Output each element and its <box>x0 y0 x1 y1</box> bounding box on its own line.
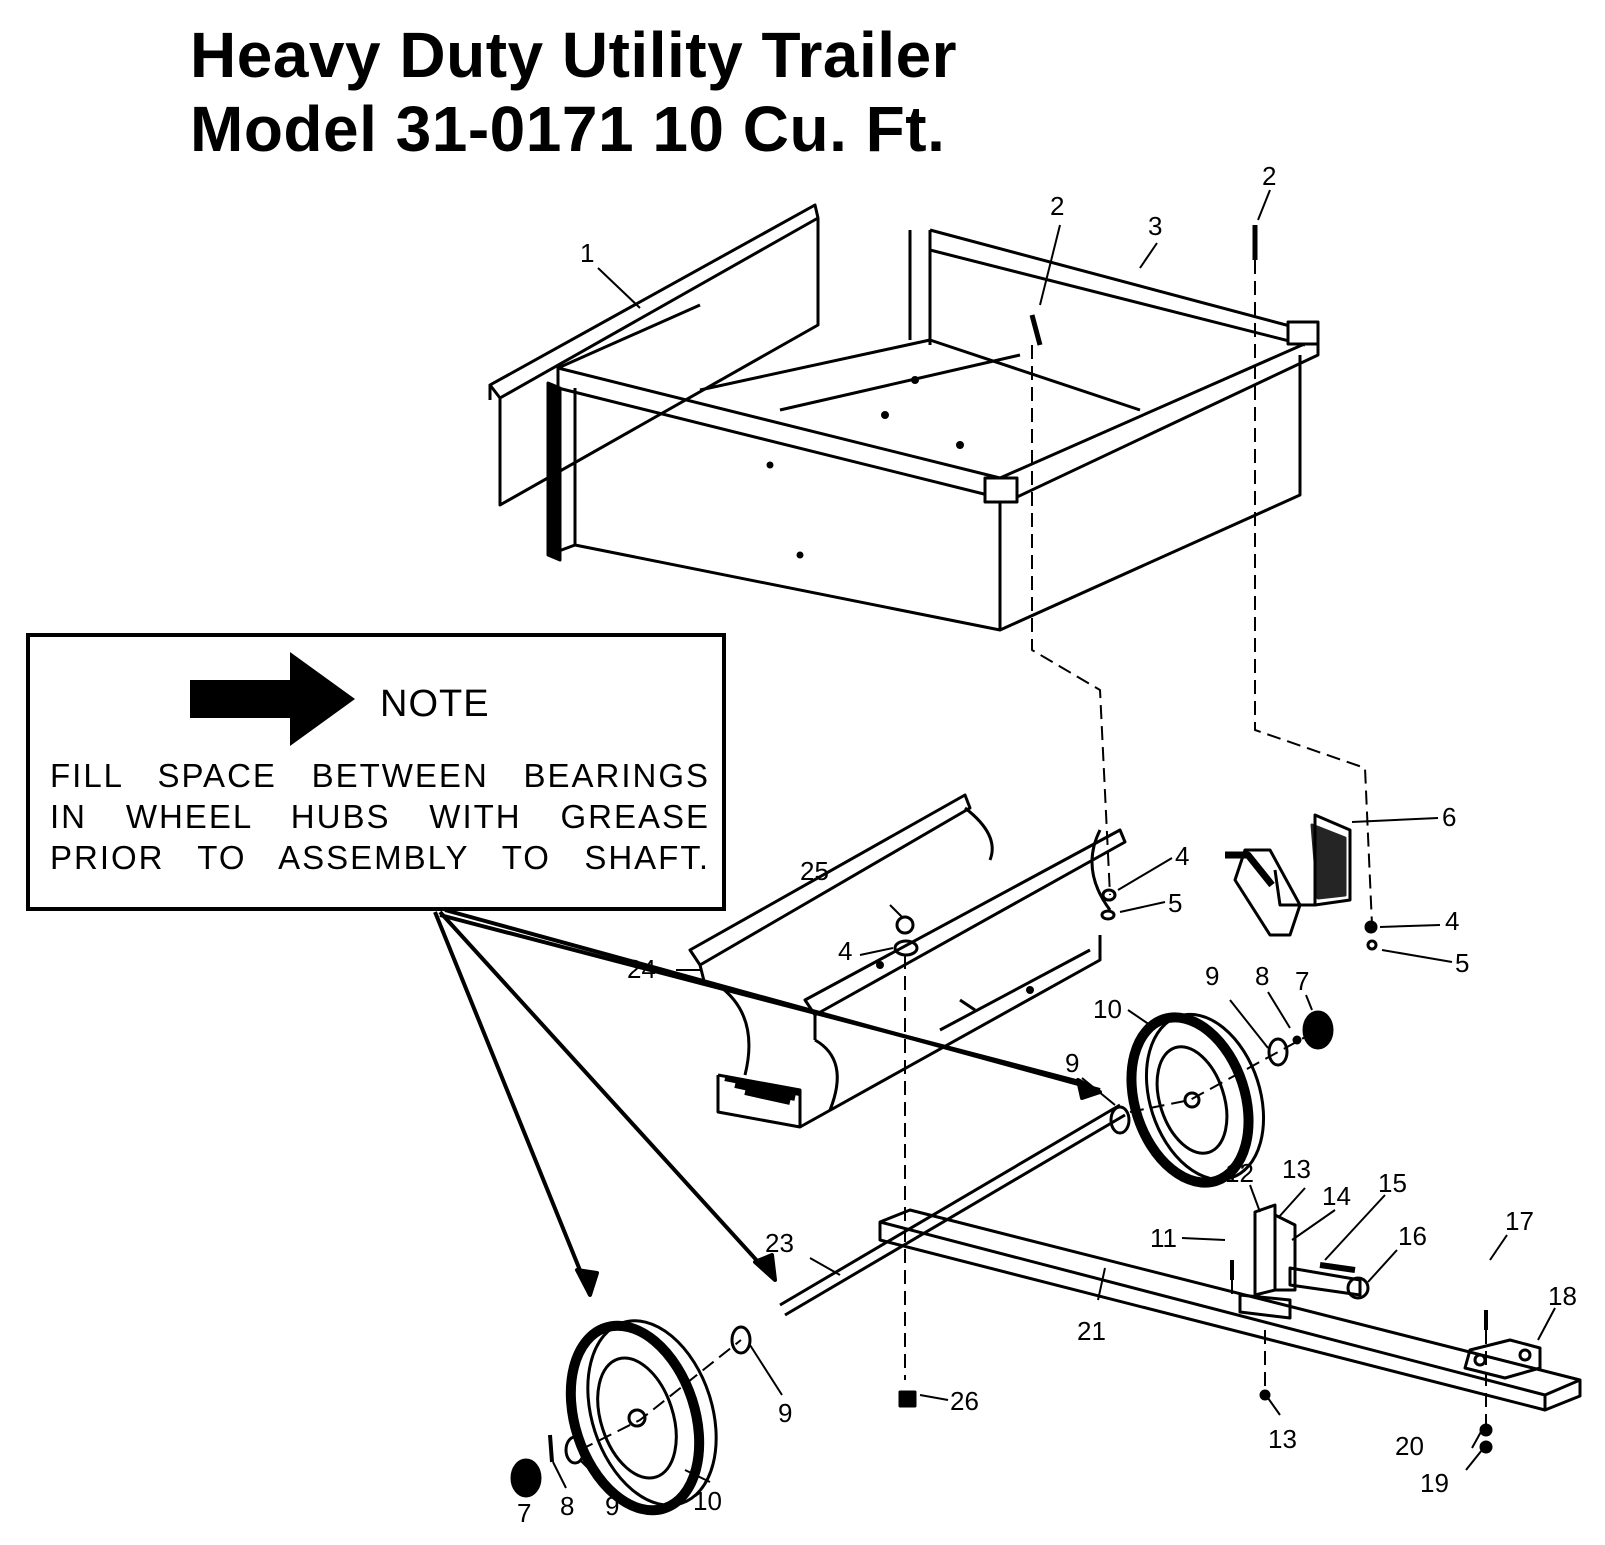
part-tongue-bar <box>878 1208 1582 1412</box>
callout-10: 10 <box>693 1486 722 1516</box>
callout-21: 21 <box>1077 1316 1106 1346</box>
callout-19: 19 <box>1420 1468 1449 1498</box>
callout-16: 16 <box>1398 1221 1427 1251</box>
note-line: FILL SPACE BETWEEN BEARINGS <box>50 757 710 794</box>
callout-9: 9 <box>605 1491 619 1521</box>
note-box: NOTE FILL SPACE BETWEEN BEARINGS IN WHEE… <box>26 633 726 911</box>
callout-4: 4 <box>1445 906 1459 936</box>
callout-8: 8 <box>1255 961 1269 991</box>
part-hitch-bracket <box>1238 1203 1370 1320</box>
note-heading: NOTE <box>380 683 490 725</box>
callout-2: 2 <box>1262 161 1276 191</box>
part-axle-shaft <box>779 1103 1126 1317</box>
callout-17: 17 <box>1505 1206 1534 1236</box>
callout-3: 3 <box>1148 211 1162 241</box>
callout-26: 26 <box>950 1386 979 1416</box>
title-line-2: Model 31-0171 10 Cu. Ft. <box>190 93 946 165</box>
note-arrows <box>433 908 1102 1297</box>
part-tongue-bracket <box>1225 813 1352 937</box>
part-washer <box>1267 1037 1289 1067</box>
callout-20: 20 <box>1395 1431 1424 1461</box>
note-line: PRIOR TO ASSEMBLY TO SHAFT. <box>50 839 710 876</box>
callout-9: 9 <box>1065 1048 1079 1078</box>
part-side-panel <box>488 203 820 507</box>
callout-6: 6 <box>1442 802 1456 832</box>
callout-5: 5 <box>1455 948 1469 978</box>
part-trailer-box <box>546 228 1320 632</box>
right-arrow-icon <box>190 652 355 746</box>
callout-12: 12 <box>1225 1158 1254 1188</box>
callout-4: 4 <box>1175 841 1189 871</box>
callout-24: 24 <box>627 954 656 984</box>
part-washer <box>1109 1105 1131 1135</box>
callout-4: 4 <box>838 936 852 966</box>
note-line: IN WHEEL HUBS WITH GREASE <box>50 798 710 835</box>
callout-5: 5 <box>1168 888 1182 918</box>
callout-10: 10 <box>1093 994 1122 1024</box>
callout-7: 7 <box>1295 966 1309 996</box>
title-line-1: Heavy Duty Utility Trailer <box>190 19 958 91</box>
callout-13: 13 <box>1268 1424 1297 1454</box>
callout-25: 25 <box>800 856 829 886</box>
part-wheel-front <box>1126 1012 1266 1188</box>
callout-18: 18 <box>1548 1281 1577 1311</box>
note-body: FILL SPACE BETWEEN BEARINGS IN WHEEL HUB… <box>50 755 710 878</box>
page-title: Heavy Duty Utility Trailer Model 31-0171… <box>190 18 957 166</box>
callout-2: 2 <box>1050 191 1064 221</box>
callout-7: 7 <box>517 1498 531 1528</box>
callout-15: 15 <box>1378 1168 1407 1198</box>
part-washer <box>564 1435 586 1465</box>
callout-8: 8 <box>560 1491 574 1521</box>
callout-9: 9 <box>778 1398 792 1428</box>
callout-23: 23 <box>765 1228 794 1258</box>
callout-13: 13 <box>1282 1154 1311 1184</box>
callout-14: 14 <box>1322 1181 1351 1211</box>
part-hub-cap-front <box>1302 1010 1334 1050</box>
callout-11: 11 <box>1150 1223 1177 1253</box>
part-hub-cap-rear <box>510 1458 542 1498</box>
part-hitch-plate <box>1463 1338 1542 1380</box>
callout-1: 1 <box>580 238 594 268</box>
part-washer <box>730 1325 752 1355</box>
callout-9: 9 <box>1205 961 1219 991</box>
